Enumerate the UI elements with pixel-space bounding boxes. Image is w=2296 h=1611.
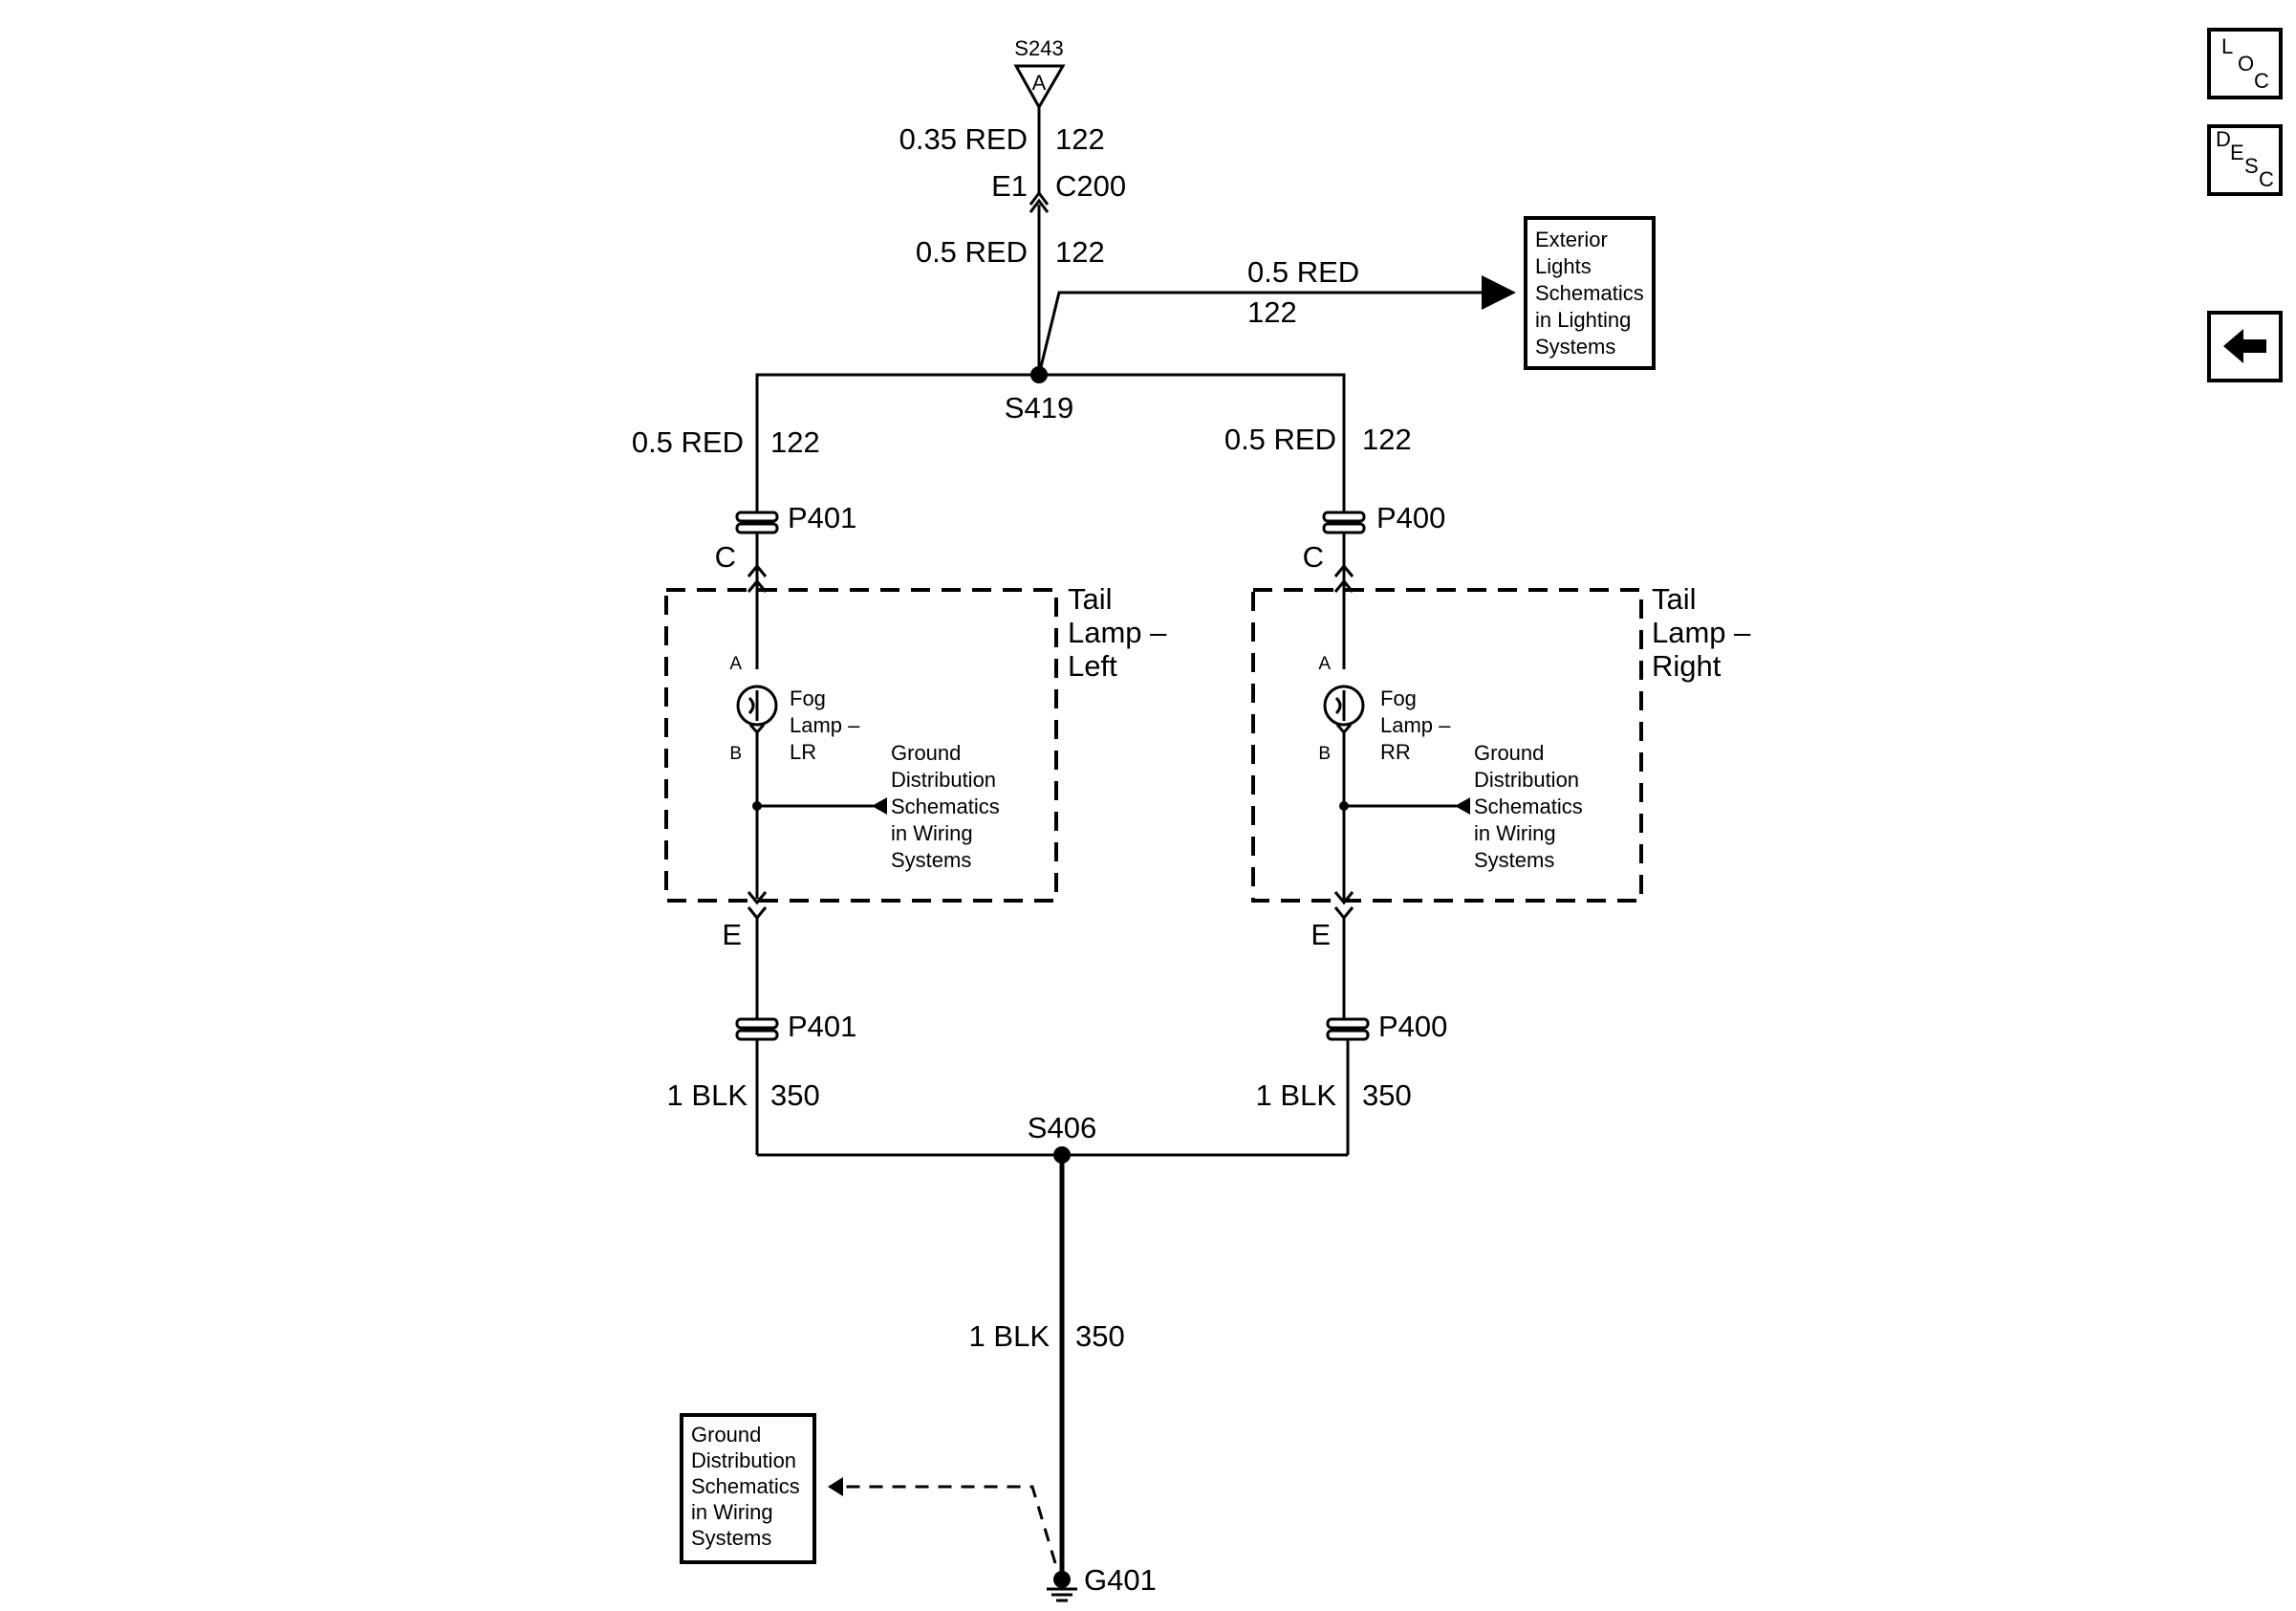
right-gnd-color: 1 BLK: [1256, 1078, 1337, 1112]
desc-s: S: [2244, 154, 2259, 178]
fog-lamp-lr-line1: Fog: [790, 686, 826, 710]
left-connector-p401-top: [735, 511, 779, 534]
right-ground-ref[interactable]: Ground Distribution Schematics in Wiring…: [1474, 741, 1583, 872]
loc-o: O: [2238, 52, 2254, 76]
right-gnd-circuit: 350: [1362, 1078, 1412, 1112]
left-feed-circuit: 122: [770, 425, 820, 459]
tail-lamp-right-box: [1251, 588, 1643, 903]
fog-lamp-rr-line3: RR: [1380, 740, 1411, 764]
fog-lamp-lr-line3: LR: [790, 740, 816, 764]
connector-c200-pin: E1: [991, 169, 1028, 203]
splice-s243-letter: A: [1032, 71, 1047, 95]
left-ground-ref-line3: Schematics: [891, 795, 1000, 818]
splice-s406-label: S406: [1028, 1111, 1096, 1144]
tail-lamp-left-title2: Lamp –: [1068, 616, 1167, 649]
exterior-ref-line1: Exterior: [1535, 228, 1608, 251]
ground-ref-dashed: [841, 1485, 1057, 1564]
ground-ref-box-line3: Schematics: [691, 1474, 800, 1498]
tail-lamp-right-title2: Lamp –: [1652, 616, 1751, 649]
right-pin-c: C: [1303, 540, 1324, 574]
wire-label-top1-color: 0.35 RED: [899, 122, 1028, 156]
wire-label-exterior-color: 0.5 RED: [1247, 255, 1359, 289]
right-p400-top-label: P400: [1376, 501, 1445, 534]
right-feed-circuit: 122: [1362, 423, 1412, 456]
exterior-lights-ref-box[interactable]: Exterior Lights Schematics in Lighting S…: [1524, 216, 1656, 370]
splice-s243: S243 A: [1013, 36, 1066, 111]
ground-ref-box-line4: in Wiring: [691, 1500, 773, 1524]
wire-exterior-branch: [1037, 275, 1516, 376]
ground-g401-icon: [1047, 1571, 1077, 1602]
right-pin-a: A: [1318, 654, 1331, 674]
left-pin-b: B: [729, 744, 742, 764]
ground-ref-box[interactable]: Ground Distribution Schematics in Wiring…: [680, 1413, 816, 1564]
left-ground-ref[interactable]: Ground Distribution Schematics in Wiring…: [891, 741, 1000, 872]
tail-lamp-right-title1: Tail: [1652, 582, 1697, 616]
back-button[interactable]: [2207, 311, 2283, 382]
ground-feed-circuit: 350: [1075, 1319, 1125, 1353]
ground-g401-label: G401: [1084, 1563, 1157, 1597]
right-pin-b: B: [1318, 744, 1331, 764]
fog-lamp-lr-line2: Lamp –: [790, 713, 860, 737]
wire-label-top1-circuit: 122: [1055, 122, 1105, 156]
tail-lamp-left-box: [664, 588, 1058, 903]
left-pin-a: A: [729, 654, 742, 674]
fog-lamp-rr-icon: [1323, 685, 1365, 735]
desc-c: C: [2259, 167, 2274, 191]
fog-lamp-rr-line1: Fog: [1380, 686, 1417, 710]
splice-s419-dot: [1030, 366, 1048, 383]
left-p401-bottom-label: P401: [788, 1010, 856, 1043]
left-gnd-circuit: 350: [770, 1078, 820, 1112]
left-pin-e: E: [722, 918, 742, 951]
desc-button[interactable]: D E S C: [2207, 124, 2283, 196]
desc-d: D: [2216, 127, 2231, 151]
wire-s419-bus: [755, 373, 1346, 514]
fog-lamp-lr-icon: [736, 685, 778, 735]
loc-c: C: [2254, 69, 2269, 93]
wire-label-top2-circuit: 122: [1055, 235, 1105, 269]
tail-lamp-left-title1: Tail: [1068, 582, 1113, 616]
connector-c200: [1029, 190, 1050, 213]
left-arrow-icon: [2223, 329, 2266, 363]
right-connector-p400-top: [1322, 511, 1366, 534]
exterior-ref-line3: Schematics: [1535, 281, 1644, 305]
tail-lamp-right-title3: Right: [1652, 649, 1722, 683]
left-ground-ref-line4: in Wiring: [891, 821, 973, 845]
right-feed-color: 0.5 RED: [1224, 423, 1336, 456]
desc-e: E: [2230, 141, 2244, 164]
left-connector-p401-bottom: [735, 1017, 779, 1041]
right-pin-e: E: [1310, 918, 1331, 951]
left-gnd-color: 1 BLK: [667, 1078, 748, 1112]
exterior-ref-line2: Lights: [1535, 254, 1592, 278]
right-ground-ref-line2: Distribution: [1474, 768, 1579, 792]
splice-s419-label: S419: [1005, 391, 1073, 425]
right-ground-ref-line5: Systems: [1474, 848, 1554, 872]
loc-button[interactable]: L O C: [2207, 28, 2283, 99]
exterior-ref-line5: Systems: [1535, 335, 1615, 359]
right-ground-ref-line3: Schematics: [1474, 795, 1583, 818]
left-ground-ref-line1: Ground: [891, 741, 961, 765]
ground-ref-box-line5: Systems: [691, 1526, 771, 1550]
ground-ref-box-line2: Distribution: [691, 1448, 796, 1472]
tail-lamp-left-title3: Left: [1068, 649, 1117, 683]
left-ground-ref-line5: Systems: [891, 848, 971, 872]
ground-ref-box-line1: Ground: [691, 1423, 761, 1447]
fog-lamp-rr-line2: Lamp –: [1380, 713, 1451, 737]
left-p401-top-label: P401: [788, 501, 856, 534]
right-p400-bottom-label: P400: [1378, 1010, 1447, 1043]
left-feed-color: 0.5 RED: [632, 425, 744, 459]
wire-label-top2-color: 0.5 RED: [916, 235, 1028, 269]
left-ground-ref-line2: Distribution: [891, 768, 996, 792]
right-ground-ref-line1: Ground: [1474, 741, 1544, 765]
splice-s243-label: S243: [1014, 36, 1063, 60]
right-ground-ref-line4: in Wiring: [1474, 821, 1556, 845]
wire-label-exterior-circuit: 122: [1247, 295, 1297, 329]
right-connector-p400-bottom: [1326, 1017, 1370, 1041]
left-pin-c: C: [715, 540, 736, 574]
ground-feed-color: 1 BLK: [969, 1319, 1051, 1353]
connector-c200-label: C200: [1055, 169, 1126, 203]
exterior-ref-line4: in Lighting: [1535, 308, 1631, 332]
loc-l: L: [2221, 34, 2233, 58]
